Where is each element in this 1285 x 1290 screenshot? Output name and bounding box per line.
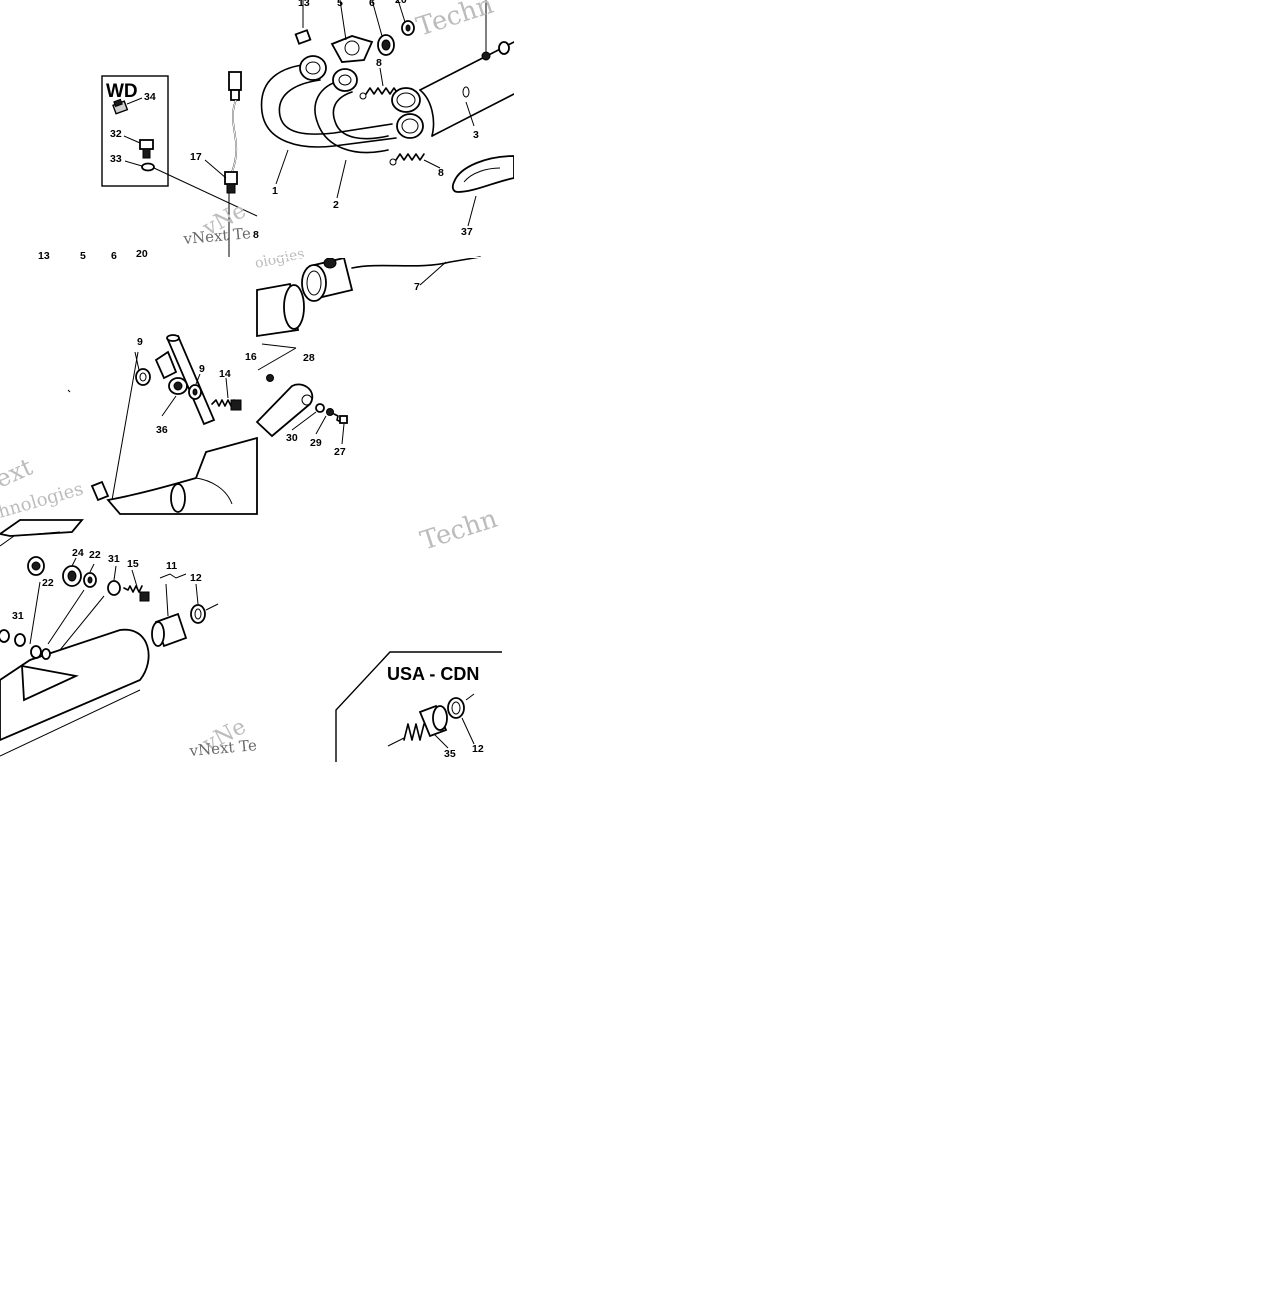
- wd-box-title: WD: [106, 81, 138, 102]
- callout-6-cut: 6: [111, 250, 117, 262]
- part-35-spark-arrester: [387, 704, 448, 747]
- callout-35: 35: [444, 748, 456, 760]
- callout-37: 37: [461, 226, 473, 238]
- part-34-plug-icon: [112, 98, 129, 115]
- callout-8-lower: 8: [438, 167, 444, 179]
- callout-32: 32: [110, 128, 122, 140]
- usa-cdn-option: USA - CDN: [335, 651, 502, 762]
- callout-17: 17: [190, 151, 202, 163]
- part-33-washer-icon: [141, 162, 155, 172]
- callout-29: 29: [310, 437, 322, 449]
- header-pipes-assembly: [260, 0, 515, 227]
- blank-lower-area: [0, 771, 1285, 1285]
- watermark-vnext-b: vNext Te: [188, 736, 258, 760]
- blank-right-area: [514, 0, 1285, 771]
- callout-27: 27: [334, 446, 346, 458]
- callout-5-cut: 5: [80, 250, 86, 262]
- part-32-sensor-plug-icon: [139, 139, 154, 159]
- callout-13: 13: [298, 0, 310, 9]
- callout-5: 5: [337, 0, 343, 9]
- callout-31: 31: [108, 553, 120, 565]
- callout-34: 34: [144, 91, 156, 103]
- muffler-assembly: [0, 519, 219, 757]
- callout-20: 20: [395, 0, 407, 6]
- part-8-spring-lower: [389, 153, 425, 166]
- callout-30: 30: [286, 432, 298, 444]
- part-17-oxygen-sensor: [224, 71, 242, 257]
- callout-36: 36: [156, 424, 168, 436]
- callout-31-left: 31: [12, 610, 24, 622]
- callout-24: 24: [72, 547, 84, 559]
- callout-15: 15: [127, 558, 139, 570]
- callout-14: 14: [219, 368, 231, 380]
- wd-option-box: WD 34 32 33: [101, 75, 169, 187]
- callout-2: 2: [333, 199, 339, 211]
- callout-1: 1: [272, 185, 278, 197]
- rear-hanger-assembly: [67, 334, 258, 515]
- watermark-vnext-a: vNext Te: [182, 224, 252, 248]
- usa-cdn-box-title: USA - CDN: [387, 664, 479, 684]
- callout-33: 33: [110, 153, 122, 165]
- callout-9-right: 9: [199, 363, 205, 375]
- callout-20-cut: 20: [136, 248, 148, 260]
- callout-6: 6: [369, 0, 375, 9]
- part-12-gasket: [447, 697, 465, 719]
- callout-22-left: 22: [42, 577, 54, 589]
- middle-pipe-joint: [255, 256, 481, 445]
- callout-12: 12: [190, 572, 202, 584]
- callout-3: 3: [473, 129, 479, 141]
- callout-16: 16: [245, 351, 257, 363]
- callout-12-usa: 12: [472, 743, 484, 755]
- callout-8-cut: 8: [253, 229, 259, 241]
- callout-8-upper: 8: [376, 57, 382, 69]
- callout-22-right: 22: [89, 549, 101, 561]
- callout-28: 28: [303, 352, 315, 364]
- callout-11: 11: [166, 560, 177, 572]
- callout-9-left: 9: [137, 336, 143, 348]
- part-8-spring-upper: [359, 87, 399, 100]
- callout-13-cut: 13: [38, 250, 50, 262]
- callout-7: 7: [414, 281, 420, 293]
